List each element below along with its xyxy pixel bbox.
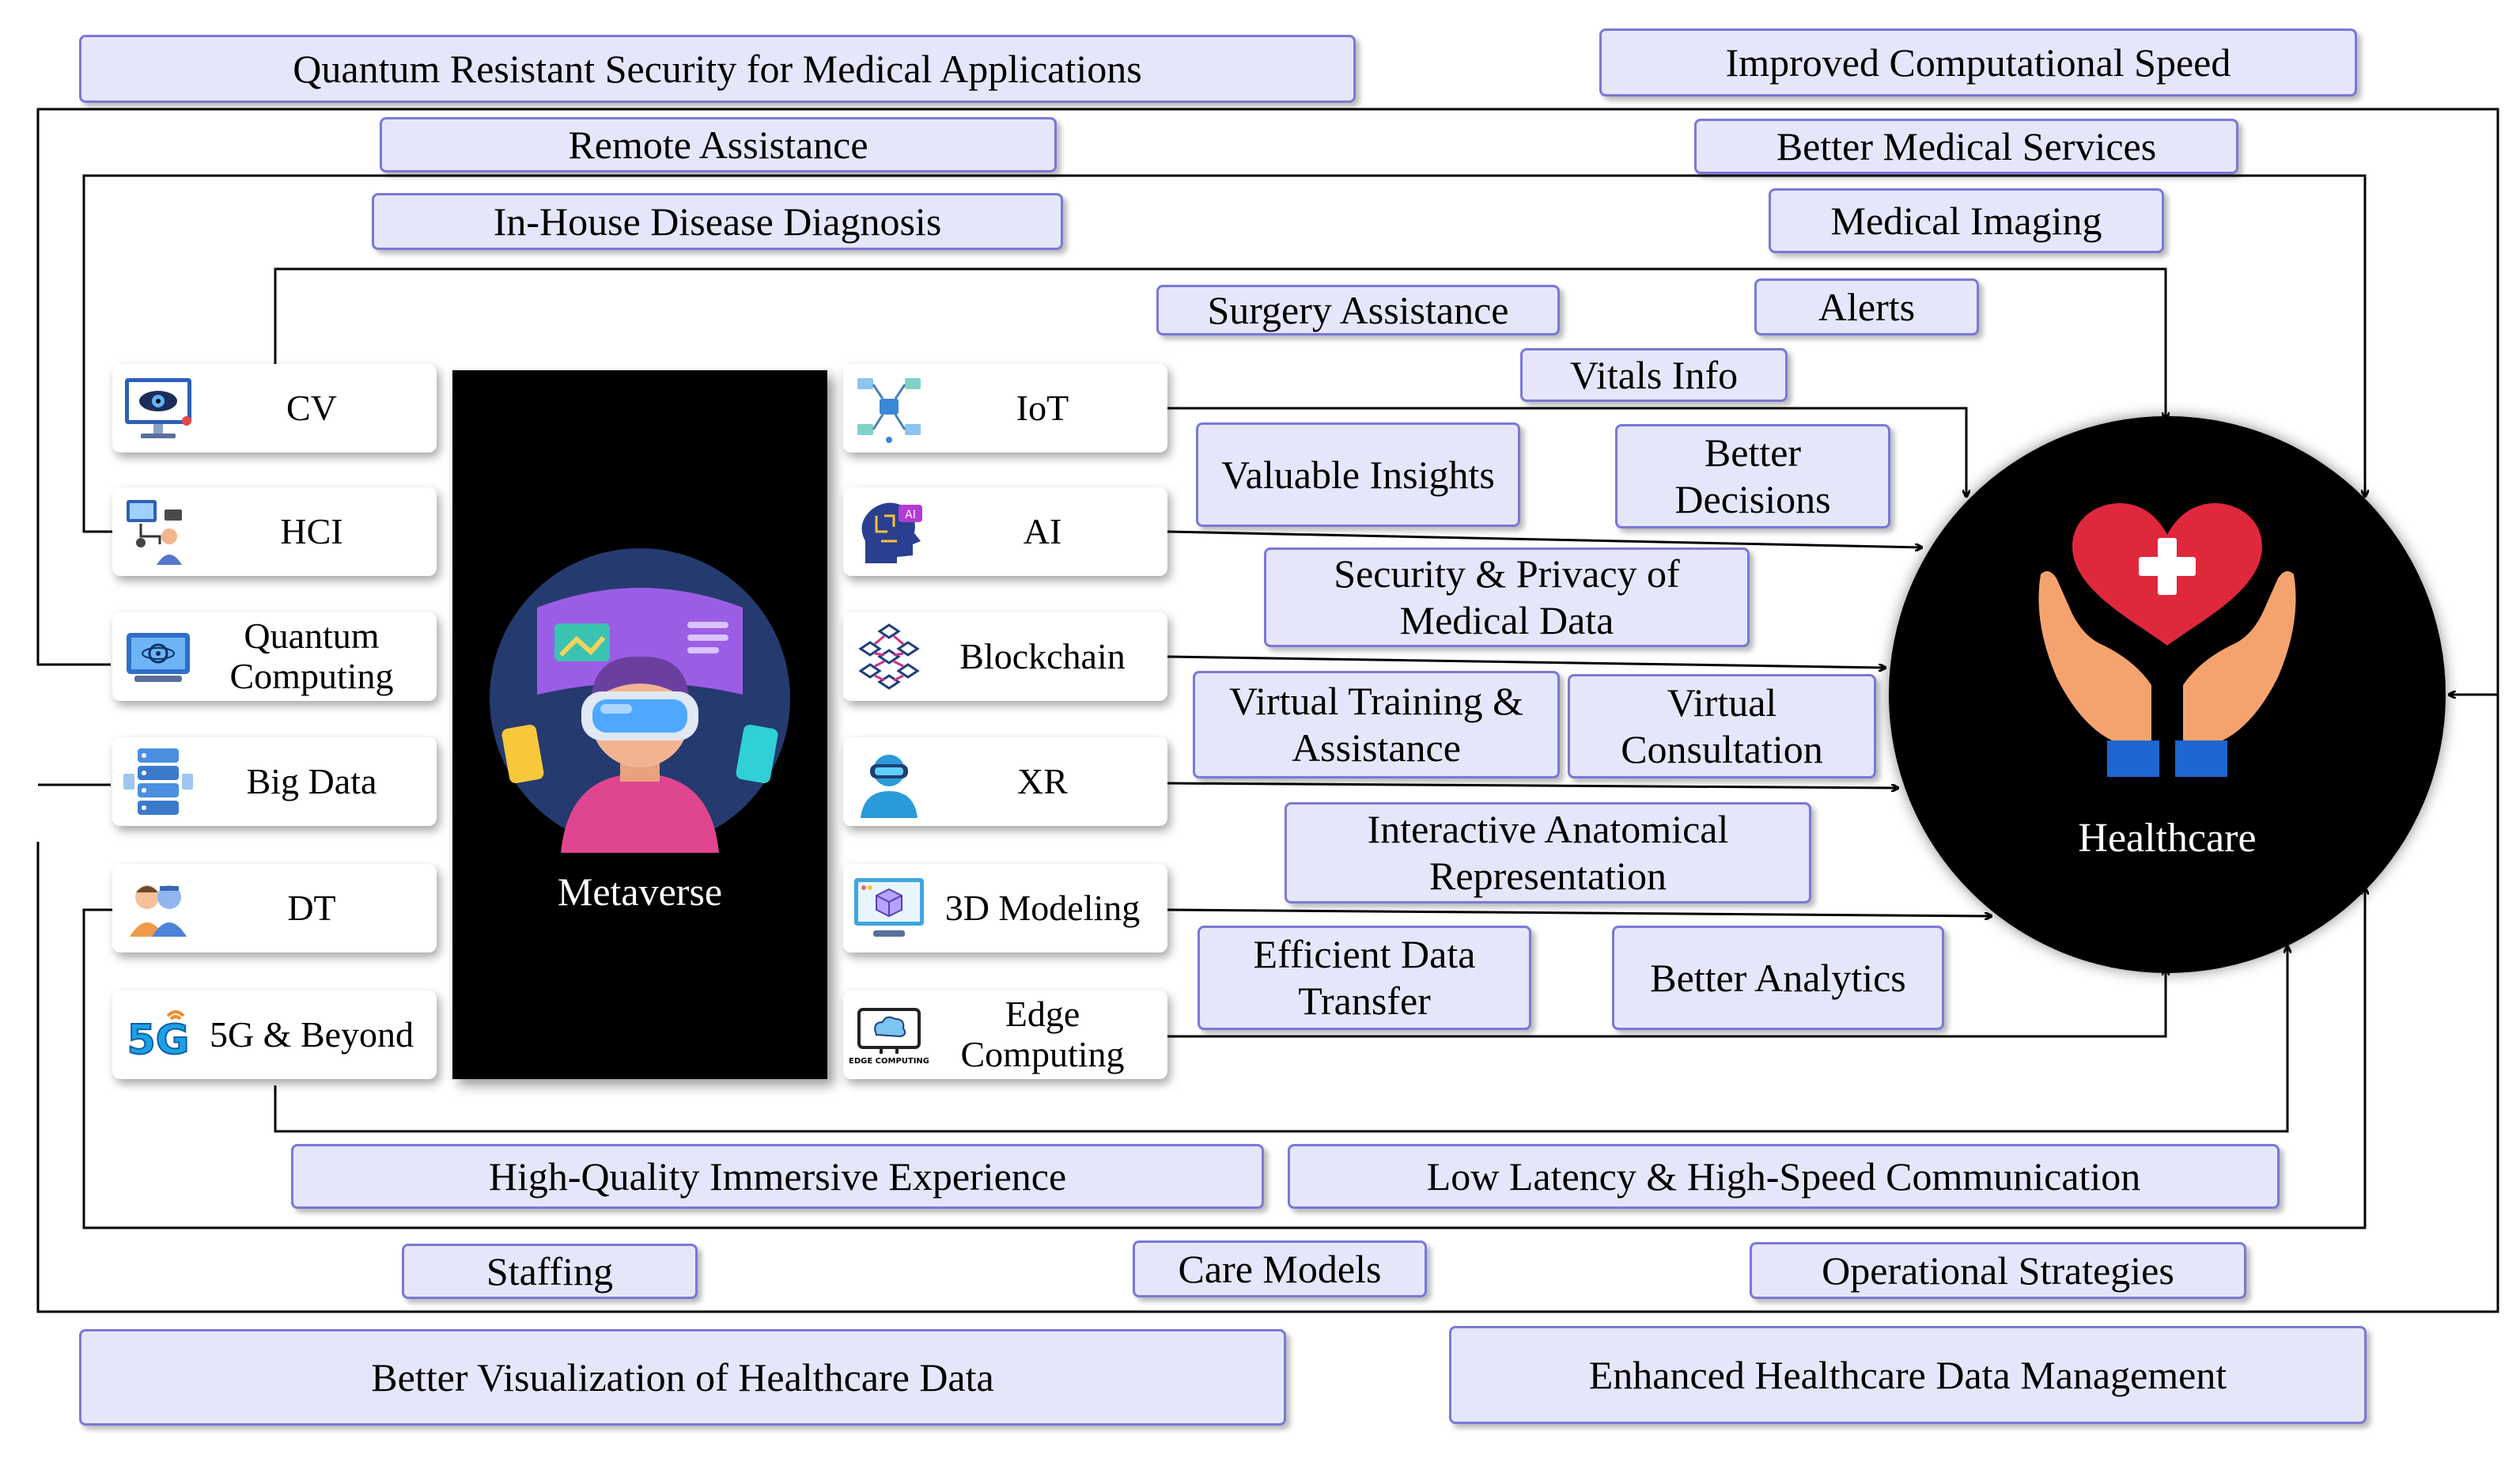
digital-twin-icon <box>130 885 187 937</box>
iot-network-icon <box>857 378 921 443</box>
xr-line <box>1167 782 1898 788</box>
benefit-in-house-diagnosis: In-House Disease Diagnosis <box>372 193 1063 250</box>
edge-line <box>1167 968 2166 1038</box>
database-icon <box>123 748 193 815</box>
3d-modeling-icon <box>854 878 924 937</box>
dt-loop-line <box>82 888 2365 1229</box>
benefit-alerts: Alerts <box>1754 278 1979 335</box>
quantum-chip-icon <box>127 633 190 682</box>
benefit-vitals-info: Vitals Info <box>1520 348 1788 402</box>
tech-label-edge: Edge Computing <box>960 994 1125 1074</box>
benefit-better-visualization: Better Visualization of Healthcare Data <box>79 1329 1286 1426</box>
tech-label-ai: AI <box>1023 510 1062 551</box>
tech-card-quantum: Quantum Computing <box>112 612 437 701</box>
benefit-immersive-experience: High-Quality Immersive Experience <box>291 1144 1264 1209</box>
hci-loop-line <box>82 174 2365 533</box>
tech-card-3d-modeling: 3D Modeling <box>843 864 1167 953</box>
edge-icon-caption: EDGE COMPUTING <box>849 1057 929 1066</box>
benefit-virtual-consultation: Virtual Consultation <box>1568 674 1876 778</box>
tech-card-5g: 5G 5G & Beyond <box>112 990 437 1079</box>
user-computer-icon <box>127 500 182 565</box>
tech-card-edge: EDGE COMPUTING Edge Computing <box>843 990 1167 1079</box>
tech-label-blockchain: Blockchain <box>959 635 1126 676</box>
benefit-quantum-security: Quantum Resistant Security for Medical A… <box>79 35 1356 103</box>
cv-loop-line <box>274 267 2166 419</box>
healthcare-circle: Healthcare <box>1889 416 2446 973</box>
benefit-remote-assistance: Remote Assistance <box>380 117 1057 172</box>
tech-label-iot: IoT <box>1016 387 1069 428</box>
benefit-virtual-training: Virtual Training & Assistance <box>1193 671 1560 778</box>
benefit-surgery-assistance: Surgery Assistance <box>1156 285 1560 335</box>
benefit-data-management: Enhanced Healthcare Data Management <box>1449 1326 2367 1424</box>
benefit-care-models: Care Models <box>1133 1240 1427 1297</box>
tech-label-3d-modeling: 3D Modeling <box>944 887 1141 928</box>
tech-label-hci: HCI <box>280 510 343 551</box>
tech-card-iot: IoT <box>843 364 1167 453</box>
monitor-eye-icon <box>125 378 191 438</box>
tech-label-5g: 5G & Beyond <box>209 1013 414 1055</box>
benefit-medical-imaging: Medical Imaging <box>1769 188 2164 253</box>
benefit-anatomical-representation: Interactive Anatomical Representation <box>1285 802 1811 903</box>
benefit-better-decisions: Better Decisions <box>1615 424 1890 528</box>
edge-computing-icon: EDGE COMPUTING <box>849 1008 929 1066</box>
blockchain-icon <box>858 623 920 690</box>
healthcare-hands-heart-icon <box>2038 503 2296 777</box>
metaverse-label: Metaverse <box>557 869 723 914</box>
svg-text:5G: 5G <box>127 1017 190 1064</box>
metaverse-panel: Metaverse <box>452 370 827 1079</box>
tech-card-cv: CV <box>112 364 437 453</box>
svg-text:AI: AI <box>905 509 916 521</box>
ai-brain-icon: AI <box>861 502 922 563</box>
ai-line <box>1167 530 1922 547</box>
benefit-operational-strategies: Operational Strategies <box>1750 1242 2246 1299</box>
tech-card-dt: DT <box>112 864 437 953</box>
tech-card-bigdata: Big Data <box>112 737 437 826</box>
3dmodeling-line <box>1167 908 1992 916</box>
vr-user-icon <box>861 755 918 818</box>
tech-label-bigdata: Big Data <box>246 760 377 801</box>
benefit-valuable-insights: Valuable Insights <box>1196 422 1520 527</box>
tech-label-xr: XR <box>1017 760 1068 801</box>
tech-label-dt: DT <box>287 887 336 928</box>
benefit-staffing: Staffing <box>402 1244 698 1299</box>
benefit-efficient-transfer: Efficient Data Transfer <box>1198 926 1531 1030</box>
tech-card-hci: HCI <box>112 487 437 576</box>
5g-loop-line <box>274 946 2287 1133</box>
metaverse-vr-user-icon <box>490 548 790 853</box>
tech-label-quantum: Quantum Computing <box>229 615 394 696</box>
quantum-loop-line <box>36 108 2499 1313</box>
tech-card-ai: AI AI <box>843 487 1167 576</box>
tech-card-blockchain: Blockchain <box>843 612 1167 701</box>
iot-line <box>1167 407 1966 497</box>
benefit-security-privacy: Security & Privacy of Medical Data <box>1264 547 1750 647</box>
5g-icon: 5G <box>127 1010 190 1065</box>
blockchain-line <box>1167 655 1886 668</box>
benefit-low-latency: Low Latency & High-Speed Communication <box>1288 1144 2280 1209</box>
tech-label-cv: CV <box>286 387 337 428</box>
healthcare-label: Healthcare <box>2078 816 2257 861</box>
tech-card-xr: XR <box>843 737 1167 826</box>
benefit-better-analytics: Better Analytics <box>1612 926 1944 1030</box>
benefit-better-medical-services: Better Medical Services <box>1694 119 2238 174</box>
benefit-computational-speed: Improved Computational Speed <box>1599 28 2357 97</box>
